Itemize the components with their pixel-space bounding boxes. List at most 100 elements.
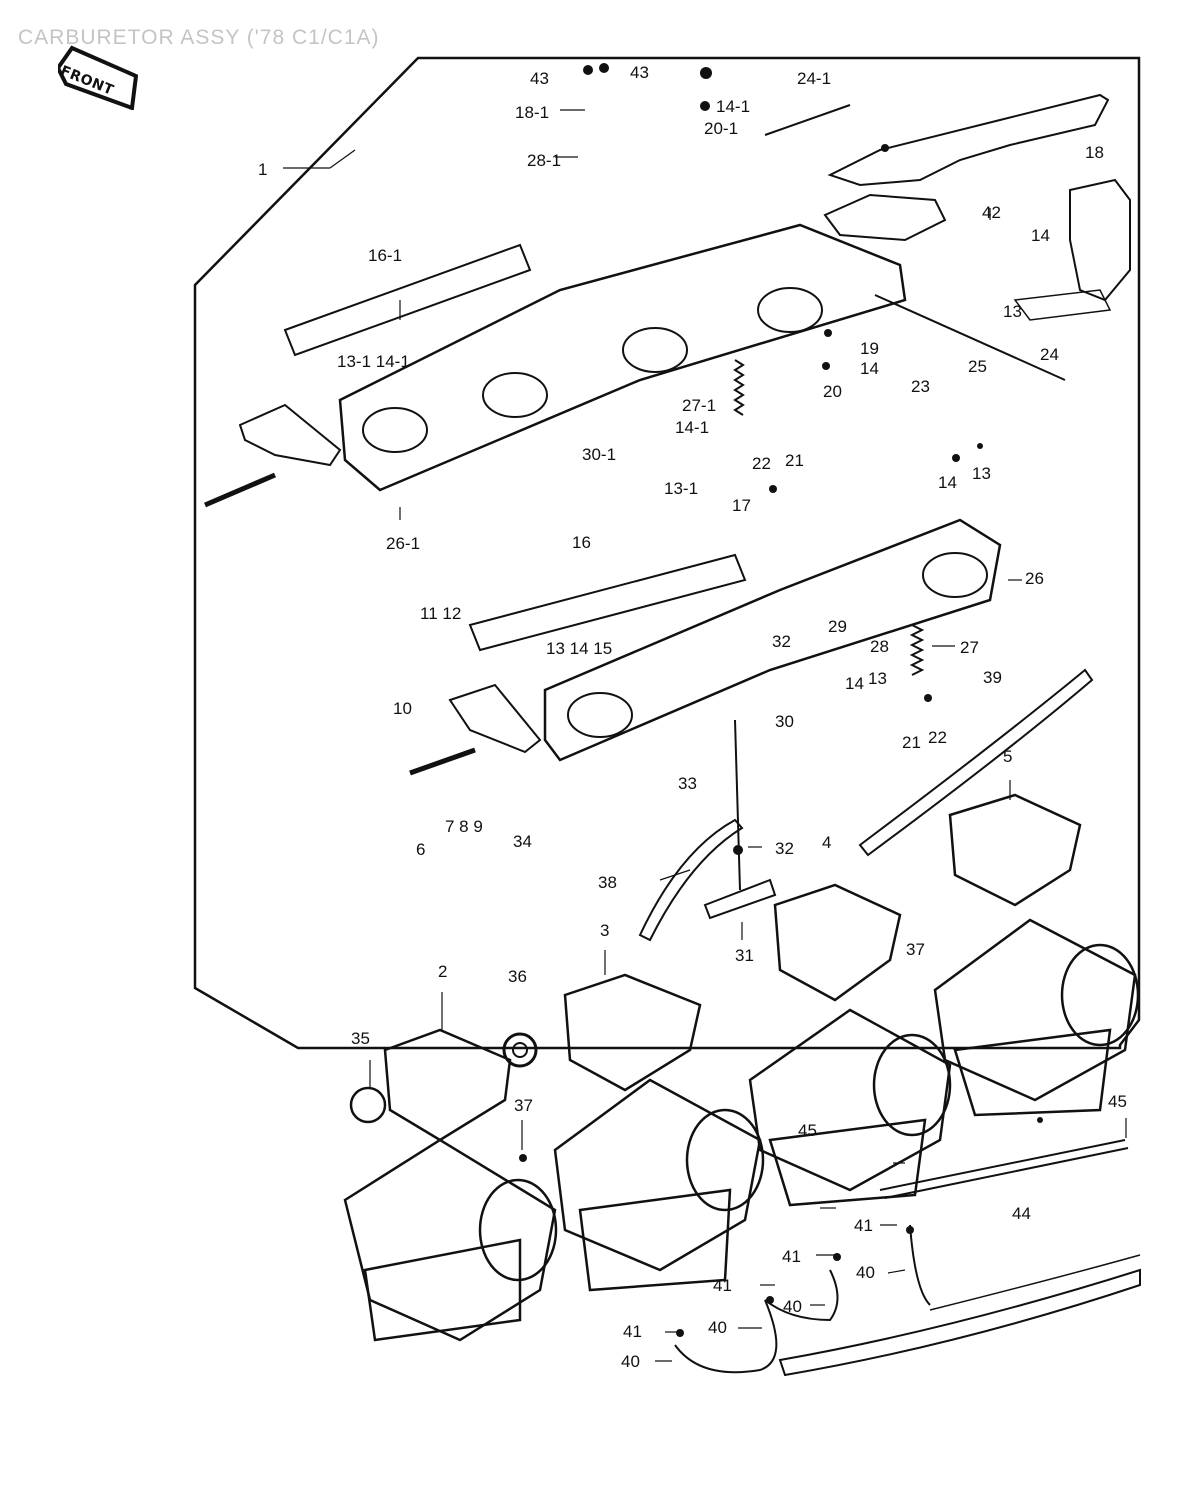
upper-holder-port bbox=[362, 407, 428, 453]
callout-28-1: 28-1 bbox=[527, 151, 562, 170]
seal-36-inner bbox=[512, 1042, 528, 1058]
bracket-base bbox=[1013, 289, 1112, 321]
callout-13-14-15: 13 14 15 bbox=[546, 639, 613, 658]
callout-37: 37 bbox=[514, 1096, 533, 1115]
overflow-rod-44 bbox=[879, 1139, 1126, 1191]
fuel-tee-fitting bbox=[703, 878, 777, 920]
callout-35: 35 bbox=[351, 1029, 370, 1048]
fuel-drain-rail bbox=[929, 1254, 1141, 1311]
carburetor-body-4 bbox=[748, 883, 952, 1207]
assembly-frame-outline bbox=[193, 56, 1141, 1050]
callout-21: 21 bbox=[785, 451, 804, 470]
callout-40: 40 bbox=[621, 1352, 640, 1371]
callout-29: 29 bbox=[828, 617, 847, 636]
callout-37: 37 bbox=[906, 940, 925, 959]
callout-13: 13 bbox=[972, 464, 991, 483]
callout-14: 14 bbox=[938, 473, 957, 492]
callout-14-1: 14-1 bbox=[716, 97, 751, 116]
callout-2: 2 bbox=[438, 962, 448, 981]
callout-33: 33 bbox=[678, 774, 697, 793]
callout-4: 4 bbox=[822, 833, 832, 852]
callout-26: 26 bbox=[1025, 569, 1044, 588]
callout-13: 13 bbox=[868, 669, 887, 688]
callout-41: 41 bbox=[782, 1247, 801, 1266]
callout-14-1: 14-1 bbox=[675, 418, 710, 437]
callout-32: 32 bbox=[772, 632, 791, 651]
callout-22: 22 bbox=[752, 454, 771, 473]
callout-1: 1 bbox=[258, 160, 268, 179]
small-hardware-parts bbox=[519, 63, 1043, 1337]
upper-holder-port bbox=[622, 327, 688, 373]
callout-14: 14 bbox=[860, 359, 879, 378]
callout-34: 34 bbox=[513, 832, 532, 851]
seal-36 bbox=[502, 1032, 538, 1068]
callout-10: 10 bbox=[393, 699, 412, 718]
callout-11-12: 11 12 bbox=[420, 604, 462, 623]
callout-38: 38 bbox=[598, 873, 617, 892]
callout-5: 5 bbox=[1003, 747, 1013, 766]
callout-40: 40 bbox=[783, 1297, 802, 1316]
callout-43: 43 bbox=[630, 63, 649, 82]
callout-19: 19 bbox=[860, 339, 879, 358]
callout-26-1: 26-1 bbox=[386, 534, 421, 553]
callout-45: 45 bbox=[1108, 1092, 1127, 1111]
lower-holder-plate bbox=[543, 518, 1002, 762]
callout-16-1: 16-1 bbox=[368, 246, 403, 265]
drain-hose-40 bbox=[674, 1299, 778, 1374]
screw-part bbox=[874, 294, 1066, 381]
throttle-shaft-lower bbox=[468, 553, 747, 652]
cover-part bbox=[823, 193, 947, 242]
callout-leader-lines bbox=[283, 109, 1127, 1362]
drain-hose-40 bbox=[909, 1224, 931, 1306]
callout-18: 18 bbox=[1085, 143, 1104, 162]
upper-holder-plate bbox=[338, 223, 907, 492]
callout-6: 6 bbox=[416, 840, 426, 859]
callout-13-1-14-1: 13-1 14-1 bbox=[337, 352, 410, 371]
spring-part bbox=[733, 359, 745, 416]
bracket-part bbox=[1069, 178, 1131, 302]
screw-part bbox=[204, 472, 276, 508]
callout-40: 40 bbox=[708, 1318, 727, 1337]
fuel-line-33 bbox=[734, 719, 741, 891]
carburetor-body-2 bbox=[343, 1028, 558, 1342]
callout-13: 13 bbox=[1003, 302, 1022, 321]
callout-30: 30 bbox=[775, 712, 794, 731]
callout-21: 21 bbox=[902, 733, 921, 752]
callout-43: 43 bbox=[530, 69, 549, 88]
throttle-shaft-upper bbox=[283, 243, 532, 357]
upper-holder-port bbox=[757, 287, 823, 333]
callout-39: 39 bbox=[983, 668, 1002, 687]
callout-36: 36 bbox=[508, 967, 527, 986]
callout-40: 40 bbox=[856, 1263, 875, 1282]
carburetor-body-3 bbox=[553, 973, 765, 1292]
drain-hose-40 bbox=[764, 1269, 839, 1322]
callout-16: 16 bbox=[572, 533, 591, 552]
callout-24-1: 24-1 bbox=[797, 69, 832, 88]
spring-part bbox=[909, 624, 925, 676]
front-arrow-badge bbox=[58, 45, 138, 110]
vent-tube-39 bbox=[858, 668, 1094, 857]
callout-31: 31 bbox=[735, 946, 754, 965]
screw-part bbox=[409, 747, 476, 776]
callout-42: 42 bbox=[982, 203, 1001, 222]
callout-28: 28 bbox=[870, 637, 889, 656]
callout-20: 20 bbox=[823, 382, 842, 401]
callout-27: 27 bbox=[960, 638, 979, 657]
overflow-rod-44 bbox=[884, 1147, 1129, 1199]
vent-tube-38 bbox=[638, 818, 744, 942]
lower-holder-port bbox=[922, 552, 988, 598]
cap-35 bbox=[349, 1086, 387, 1124]
carburetor-body-5 bbox=[933, 793, 1140, 1117]
screw-part bbox=[764, 104, 851, 136]
callout-7-8-9: 7 8 9 bbox=[445, 817, 483, 836]
upper-holder-port bbox=[482, 372, 548, 418]
callout-24: 24 bbox=[1040, 345, 1059, 364]
diagram-title: CARBURETOR ASSY ('78 C1/C1A) bbox=[18, 26, 380, 49]
left-bracket-lower bbox=[448, 683, 542, 754]
callout-20-1: 20-1 bbox=[704, 119, 739, 138]
callout-44: 44 bbox=[1012, 1204, 1031, 1223]
callout-14: 14 bbox=[1031, 226, 1050, 245]
callout-13-1: 13-1 bbox=[664, 479, 699, 498]
callout-25: 25 bbox=[968, 357, 987, 376]
callout-41: 41 bbox=[713, 1276, 732, 1295]
